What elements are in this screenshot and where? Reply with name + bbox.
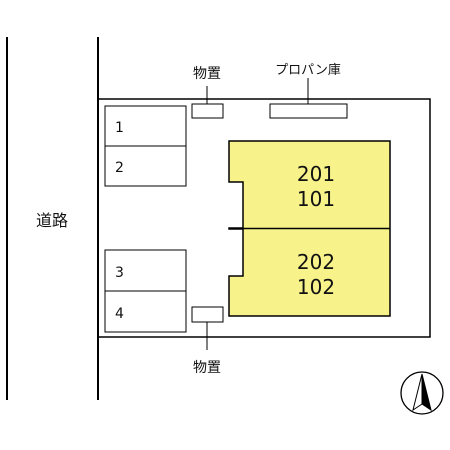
parking-space-4 — [104, 290, 187, 333]
parking-space-2-label: 2 — [115, 160, 124, 176]
unit-101-label: 101 — [297, 187, 335, 211]
storage-top — [191, 103, 224, 119]
parking-space-4-label: 4 — [115, 306, 124, 322]
parking-space-3-label: 3 — [115, 265, 124, 281]
north-arrow-icon — [400, 371, 444, 415]
unit-202-label: 202 — [297, 250, 335, 274]
unit-102-label: 102 — [297, 275, 335, 299]
parking-space-1 — [104, 105, 187, 147]
propane-storage — [269, 103, 348, 119]
parking-space-3 — [104, 249, 187, 292]
parking-space-2 — [104, 145, 187, 187]
storage-bottom — [191, 306, 224, 323]
storage-top-label: 物置 — [193, 66, 221, 82]
unit-201-label: 201 — [297, 162, 335, 186]
parking-space-1-label: 1 — [115, 120, 124, 136]
site-boundary — [97, 98, 431, 338]
propane-label: プロパン庫 — [275, 63, 341, 78]
road-label: 道路 — [36, 211, 68, 230]
storage-bottom-label: 物置 — [193, 360, 221, 376]
